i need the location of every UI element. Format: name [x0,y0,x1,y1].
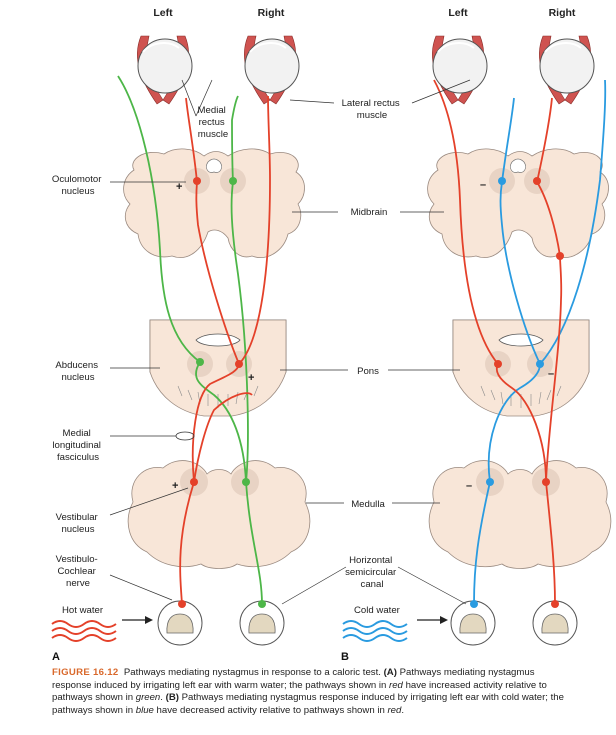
right-eye-a-icon [243,35,300,105]
neuron-terminals [178,177,564,608]
cold-water-label: Cold water [354,605,401,616]
mlf-marker-icon [175,431,195,441]
medulla-section-b [428,460,612,569]
header-right-a: Right [258,7,285,19]
sign-vestibular-b: – [466,480,472,492]
caption-b-red: red [387,704,402,716]
caption-b-text-1: Pathways mediating nystagmus response in… [52,692,564,716]
sign-oculomotor-a: + [176,181,182,193]
caption-a-red: red [389,679,403,691]
sign-vestibular-a: + [172,480,178,492]
abducens-label: Abducens nucleus [55,360,100,383]
pathways-panel-a [117,75,271,605]
pons-label: Pons [357,366,379,377]
vestibular-label: Vestibular nucleus [56,512,101,535]
caption-b-blue: blue [135,704,154,716]
figure-number: FIGURE 16.12 [52,667,119,678]
caption-a-text-2: have increased activity relative to path… [52,679,547,704]
hot-water-arrow-icon [122,616,153,624]
caption-a-tag: (A) [383,667,397,678]
midbrain-section-b [427,148,609,258]
panel-b-label: B [341,651,349,663]
medulla-section-a [127,460,311,569]
right-eye-b-icon [538,35,595,105]
caption-intro: Pathways mediating nystagmus in response… [123,667,381,678]
caption-a-text-1: Pathways mediating nystagmus response in… [52,667,535,691]
midbrain-section-a [123,148,305,258]
mlf-label: Medial longitudinal fasciculus [52,428,103,463]
canal-label: Horizontal semicircular canal [345,555,399,590]
nerve-label: Vestibulo- Cochlear nerve [56,554,101,589]
header-left-b: Left [448,7,468,19]
sign-oculomotor-b: – [480,179,486,191]
midbrain-label: Midbrain [351,207,388,218]
oculomotor-label: Oculomotor nucleus [52,174,104,197]
cold-water-arrow-icon [417,616,448,624]
lateral-rectus-label: Lateral rectus muscle [342,98,403,121]
caption-a-green: green [135,692,161,704]
header-right-b: Right [549,7,576,19]
figure-caption: FIGURE 16.12 Pathways mediating nystagmu… [52,667,564,716]
pons-section-b [452,319,590,417]
pathways-panel-b [433,79,607,605]
pons-section-a [149,319,287,417]
medulla-label: Medulla [351,499,385,510]
panel-a-label: A [52,651,60,663]
header-left-a: Left [153,7,173,19]
left-eye-a-icon [136,35,193,105]
caption-b-text-2: have decreased activity relative to path… [156,704,385,716]
caption-b-tag: (B) [165,692,179,704]
left-canal-a [157,600,203,646]
sign-abducens-b: – [548,368,554,380]
leader-lines [109,79,471,605]
hot-water-waves-icon [51,620,117,642]
hot-water-label: Hot water [62,605,104,616]
sign-abducens-a: + [248,372,254,384]
cold-water-waves-icon [342,620,408,642]
medial-rectus-label: Medial rectus muscle [198,105,229,140]
